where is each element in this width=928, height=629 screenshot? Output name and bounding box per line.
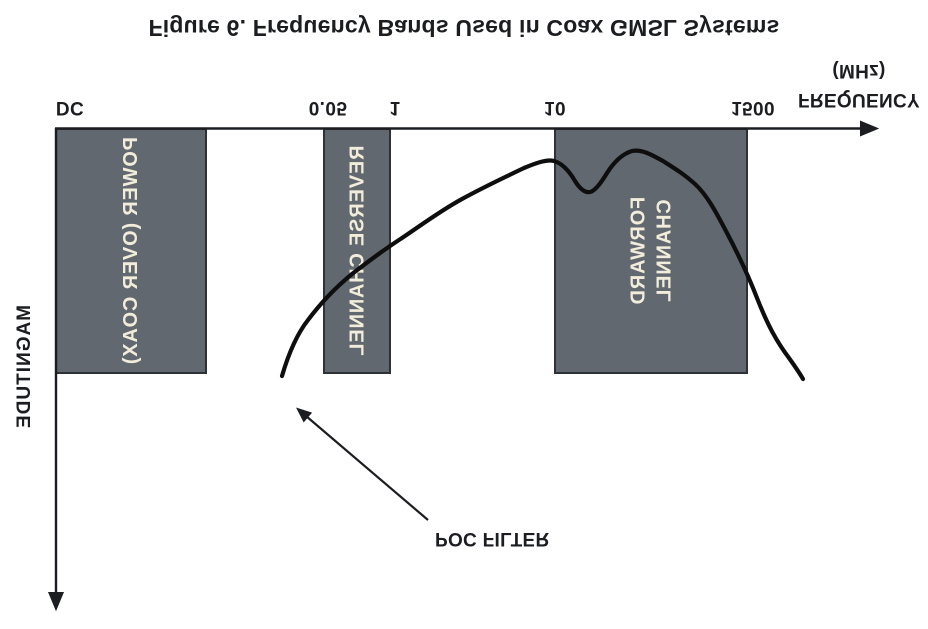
figure-title: Figure 6. Frequency Bands Used in Coax G… bbox=[148, 15, 780, 41]
x-tick-10: 10 bbox=[544, 97, 566, 118]
poc-filter-arrow bbox=[296, 407, 429, 521]
band-reverse-label: REVERSE CHANNEL bbox=[346, 145, 369, 357]
x-axis-label-line1: FREQUENCY bbox=[798, 89, 920, 110]
x-axis-label: FREQUENCY (MHz) bbox=[790, 56, 928, 114]
poc-filter-label: POC FILTER bbox=[435, 528, 550, 549]
y-axis-label: MAGNITUDE bbox=[14, 304, 35, 430]
x-tick-1500: 1500 bbox=[731, 97, 775, 118]
x-tick-1: 1 bbox=[389, 97, 401, 118]
band-forward-label-line2: CHANNEL bbox=[653, 199, 675, 303]
band-forward-label: FORWARD CHANNEL bbox=[625, 197, 677, 306]
band-power-label: POWER (OVER COAX) bbox=[120, 136, 142, 366]
x-tick-0-05: 0.05 bbox=[308, 97, 348, 118]
x-axis-label-line2: (MHz) bbox=[832, 60, 886, 81]
band-reverse-channel: REVERSE CHANNEL bbox=[323, 128, 391, 374]
band-power-over-coax: POWER (OVER COAX) bbox=[55, 128, 207, 374]
x-tick-dc: DC bbox=[55, 97, 85, 118]
band-forward-channel: FORWARD CHANNEL bbox=[554, 128, 748, 374]
band-forward-label-line1: FORWARD bbox=[627, 196, 649, 306]
